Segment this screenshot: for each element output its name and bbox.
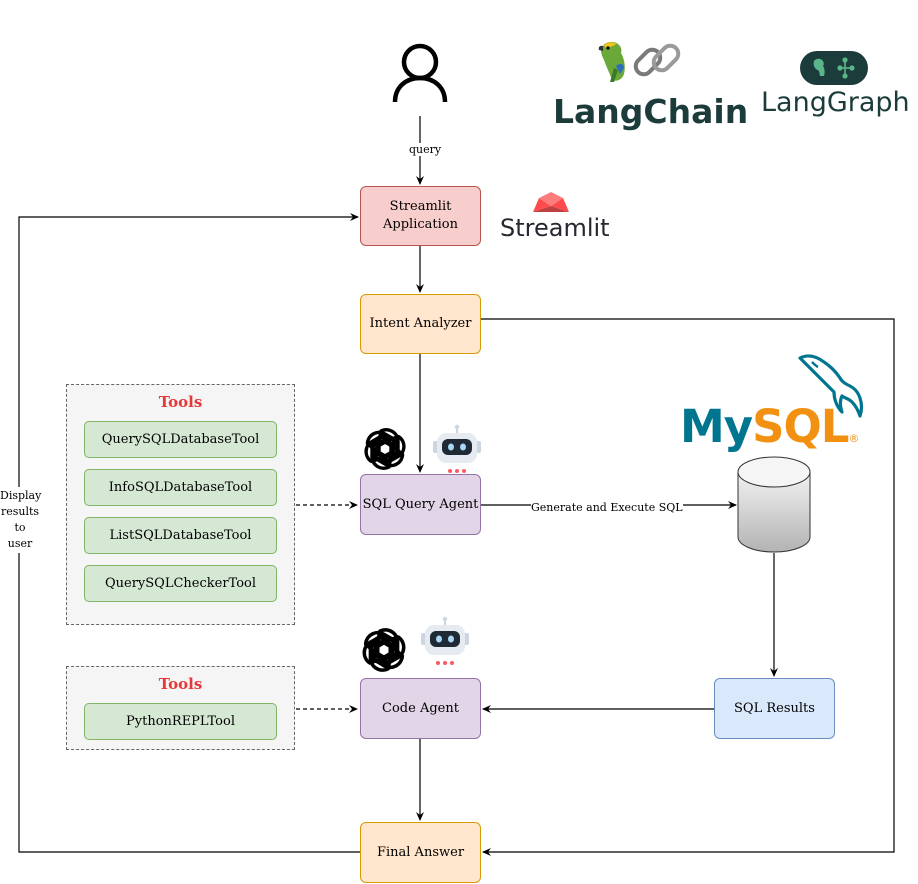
tools-group-python: Tools PythonREPLTool bbox=[66, 666, 295, 750]
streamlit-app-line-2: Application bbox=[383, 217, 458, 232]
edge-label-display: Display results to user bbox=[0, 487, 42, 553]
database-icon bbox=[737, 456, 811, 553]
tool-label: PythonREPLTool bbox=[126, 713, 235, 729]
user-icon bbox=[392, 43, 448, 103]
sql-query-agent-label: SQL Query Agent bbox=[362, 496, 479, 512]
tool-python-repl: PythonREPLTool bbox=[84, 703, 277, 740]
intent-analyzer-label: Intent Analyzer bbox=[369, 316, 472, 331]
mysql-sql-part: SQL bbox=[752, 400, 849, 453]
edge-intent-to-final bbox=[481, 318, 895, 856]
node-intent-analyzer: Intent Analyzer bbox=[360, 294, 481, 354]
display-line-1: Display bbox=[0, 489, 42, 502]
tools-group-sql: Tools QuerySQLDatabaseTool InfoSQLDataba… bbox=[66, 384, 295, 625]
langgraph-logo-text: LangGraph bbox=[761, 87, 910, 118]
tool-label: QuerySQLCheckerTool bbox=[104, 575, 257, 591]
node-streamlit-application: Streamlit Application bbox=[360, 186, 481, 246]
openai-logo-icon bbox=[364, 428, 406, 470]
tools-group-python-title: Tools bbox=[158, 675, 203, 693]
openai-logo-icon bbox=[362, 628, 406, 672]
edge-label-query: query bbox=[409, 143, 442, 156]
tool-label: InfoSQLDatabaseTool bbox=[108, 479, 253, 495]
display-line-3: to bbox=[14, 521, 26, 534]
mysql-registered-mark: ® bbox=[848, 432, 859, 445]
tools-group-sql-title: Tools bbox=[158, 393, 203, 411]
mysql-my-part: My bbox=[680, 400, 753, 453]
langgraph-badge-icon bbox=[800, 51, 868, 85]
edge-label-generate-execute: Generate and Execute SQL bbox=[531, 501, 683, 514]
tool-info-sql-database: InfoSQLDatabaseTool bbox=[84, 469, 277, 506]
tool-label: QuerySQLDatabaseTool bbox=[101, 431, 260, 447]
robot-icon bbox=[421, 616, 469, 665]
streamlit-app-line-1: Streamlit bbox=[389, 199, 452, 214]
node-final-answer: Final Answer bbox=[360, 822, 481, 883]
sql-results-label: SQL Results bbox=[734, 700, 815, 716]
robot-icon bbox=[433, 424, 481, 473]
mysql-dolphin-icon bbox=[798, 354, 864, 418]
final-answer-label: Final Answer bbox=[376, 844, 465, 860]
node-sql-results: SQL Results bbox=[714, 678, 835, 739]
display-line-4: user bbox=[7, 537, 33, 550]
streamlit-logo-text: Streamlit bbox=[500, 214, 610, 242]
node-sql-query-agent: SQL Query Agent bbox=[360, 474, 481, 535]
streamlit-crown-icon bbox=[533, 192, 569, 212]
tool-label: ListSQLDatabaseTool bbox=[109, 527, 252, 543]
langchain-parrot-chain-icon bbox=[598, 41, 681, 82]
node-code-agent: Code Agent bbox=[360, 678, 481, 739]
tool-query-sql-checker: QuerySQLCheckerTool bbox=[84, 565, 277, 602]
tool-list-sql-database: ListSQLDatabaseTool bbox=[84, 517, 277, 554]
code-agent-label: Code Agent bbox=[382, 700, 459, 716]
langchain-logo-text: LangChain bbox=[553, 92, 749, 131]
display-line-2: results bbox=[0, 505, 40, 518]
mysql-logo-text: MySQL® bbox=[680, 400, 859, 464]
tool-query-sql-database: QuerySQLDatabaseTool bbox=[84, 421, 277, 458]
